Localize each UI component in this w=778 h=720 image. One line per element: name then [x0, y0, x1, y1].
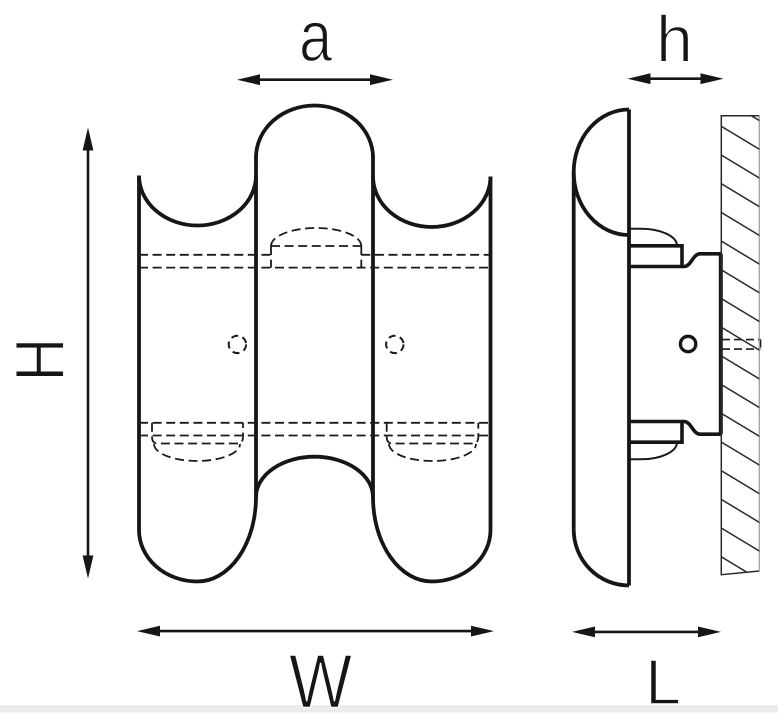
svg-text:L: L	[645, 646, 681, 718]
svg-text:h: h	[656, 2, 693, 76]
svg-text:a: a	[299, 0, 332, 77]
svg-text:W: W	[289, 640, 352, 720]
svg-text:H: H	[1, 338, 79, 382]
